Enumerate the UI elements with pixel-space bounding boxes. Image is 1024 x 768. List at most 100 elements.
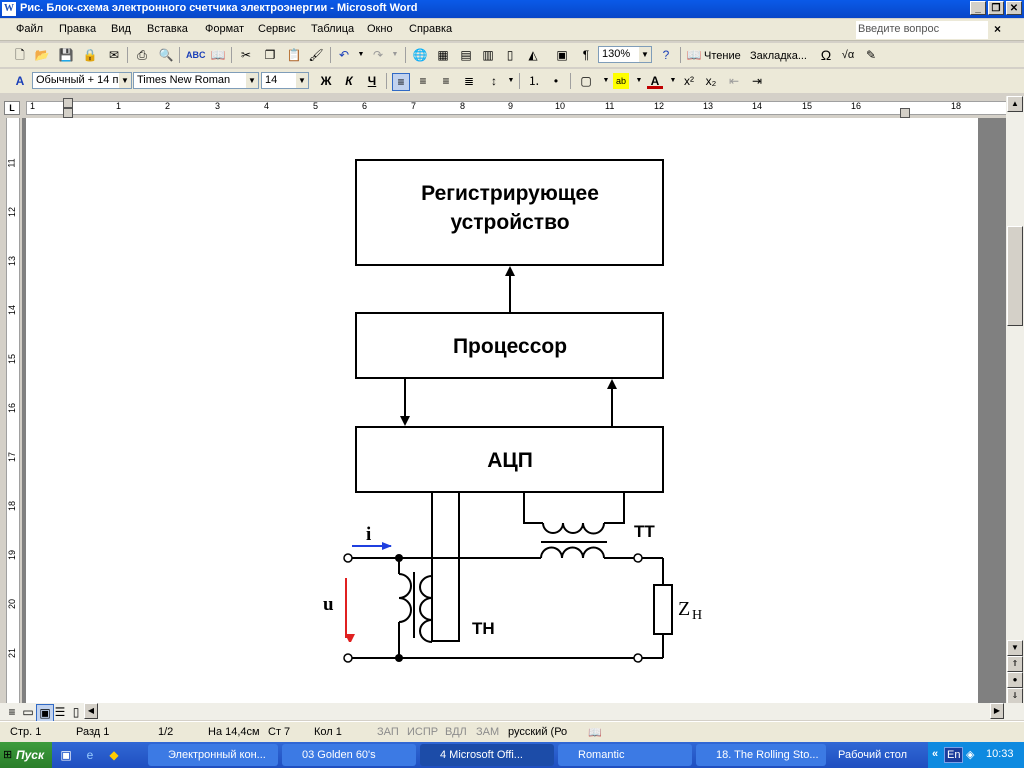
document-map-icon[interactable]: ▣ [556, 48, 568, 62]
task-folder-2[interactable]: 03 Golden 60's [282, 744, 416, 766]
print-preview-icon[interactable]: 🔍 [158, 48, 174, 62]
menu-table[interactable]: Таблица [311, 23, 355, 35]
minimize-button[interactable]: _ [970, 1, 986, 15]
new-document-icon[interactable]: 🗋 [15, 48, 25, 62]
redo-icon[interactable]: ↷ [372, 48, 384, 62]
chevron-down-icon[interactable]: ▼ [602, 77, 610, 84]
open-icon[interactable]: 📂 [34, 48, 50, 62]
internet-explorer-icon[interactable]: e [86, 748, 94, 762]
read-icon[interactable]: 📖 [686, 48, 702, 62]
right-indent-marker[interactable] [900, 108, 910, 118]
permission-icon[interactable]: 🔒 [82, 48, 98, 62]
bold-button[interactable]: Ж [320, 74, 332, 88]
underline-button[interactable]: Ч [367, 74, 377, 88]
task-folder-1[interactable]: Электронный кон... [148, 744, 278, 766]
cut-icon[interactable]: ✂ [240, 48, 252, 62]
next-page-icon[interactable]: ⇓ [1007, 688, 1023, 704]
scroll-up-icon[interactable]: ▲ [1007, 96, 1023, 112]
align-left-icon[interactable]: ≡ [392, 73, 410, 91]
insert-excel-icon[interactable]: ▥ [482, 48, 494, 62]
tray-expand-icon[interactable]: « [932, 748, 939, 760]
font-color-icon[interactable]: A [647, 73, 663, 89]
italic-button[interactable]: К [345, 74, 353, 88]
email-icon[interactable]: ✉ [108, 48, 120, 62]
task-player-2[interactable]: 18. The Rolling Sto... [696, 744, 826, 766]
menu-format[interactable]: Формат [205, 23, 245, 35]
close-document-icon[interactable]: × [994, 22, 1002, 36]
align-center-icon[interactable]: ≡ [419, 74, 427, 88]
spelling-icon[interactable]: ABC [186, 50, 206, 60]
start-button[interactable]: Пуск [0, 742, 52, 768]
document-page[interactable]: Регистрирующее устройство Процессор АЦП … [26, 118, 978, 703]
increase-indent-icon[interactable]: ⇥ [751, 74, 763, 88]
outline-view-icon[interactable]: ☰ [54, 705, 66, 719]
highlight-icon[interactable]: ab [613, 73, 629, 89]
quicklaunch-app-icon[interactable]: ◆ [109, 748, 119, 762]
undo-icon[interactable]: ↶ [338, 48, 350, 62]
bookmark-button-label[interactable]: Закладка... [750, 50, 807, 62]
scroll-left-icon[interactable]: ◀ [84, 703, 98, 719]
read-button-label[interactable]: Чтение [704, 50, 741, 62]
show-hide-icon[interactable]: ¶ [582, 48, 590, 62]
status-overtype[interactable]: ЗАМ [476, 726, 500, 738]
menu-edit[interactable]: Правка [59, 23, 97, 35]
align-right-icon[interactable]: ≡ [442, 74, 450, 88]
extra-tool-icon[interactable]: ✎ [865, 48, 877, 62]
save-icon[interactable]: 💾 [58, 48, 74, 62]
numbering-icon[interactable]: ⒈ [527, 74, 540, 88]
browse-object-icon[interactable]: ● [1007, 672, 1023, 688]
font-size-select[interactable]: 14 ▼ [261, 72, 309, 89]
scroll-down-icon[interactable]: ▼ [1007, 640, 1023, 656]
tables-borders-icon[interactable]: ▦ [437, 48, 449, 62]
reading-layout-icon[interactable]: ▯ [72, 705, 80, 719]
ask-question-input[interactable] [856, 21, 988, 39]
zoom-select[interactable]: 130% ▼ [598, 46, 652, 63]
chevron-down-icon[interactable]: ▼ [507, 77, 515, 84]
chevron-down-icon[interactable]: ▼ [635, 77, 643, 84]
task-word[interactable]: 4 Microsoft Offi... [420, 744, 554, 766]
paste-icon[interactable]: 📋 [286, 48, 302, 62]
left-indent-marker[interactable] [63, 108, 73, 118]
language-indicator[interactable]: En [944, 747, 964, 763]
styles-pane-icon[interactable]: A [15, 74, 25, 88]
columns-icon[interactable]: ▯ [506, 48, 514, 62]
font-select[interactable]: Times New Roman ▼ [133, 72, 259, 89]
drawing-icon[interactable]: ◭ [528, 48, 538, 62]
decrease-indent-icon[interactable]: ⇤ [728, 74, 740, 88]
menu-view[interactable]: Вид [111, 23, 131, 35]
help-icon[interactable]: ? [662, 48, 670, 62]
copy-icon[interactable]: ❐ [264, 48, 276, 62]
task-player-1[interactable]: Romantic [558, 744, 692, 766]
bullets-icon[interactable]: • [553, 74, 559, 88]
desktop-toolbar-label[interactable]: Рабочий стол [838, 749, 908, 761]
hyperlink-icon[interactable]: 🌐 [412, 48, 428, 62]
insert-table-icon[interactable]: ▤ [460, 48, 472, 62]
restore-button[interactable]: ❐ [988, 1, 1004, 15]
menu-window[interactable]: Окно [367, 23, 393, 35]
menu-insert[interactable]: Вставка [147, 23, 188, 35]
symbol-omega-icon[interactable]: Ω [820, 47, 832, 63]
chevron-down-icon[interactable]: ▼ [669, 77, 677, 84]
show-desktop-icon[interactable]: ▣ [60, 748, 72, 762]
first-line-indent-marker[interactable] [63, 98, 73, 108]
undo-dropdown-icon[interactable]: ▼ [357, 51, 365, 58]
border-icon[interactable]: ▢ [580, 74, 592, 88]
spelling-status-icon[interactable]: 📖 [588, 727, 602, 739]
previous-page-icon[interactable]: ⇑ [1007, 656, 1023, 672]
status-track-changes[interactable]: ИСПР [407, 726, 439, 738]
scroll-thumb[interactable] [1007, 226, 1023, 326]
close-button[interactable]: ✕ [1006, 1, 1022, 15]
normal-view-icon[interactable]: ≡ [8, 705, 16, 719]
research-icon[interactable]: 📖 [210, 48, 226, 62]
scroll-right-icon[interactable]: ▶ [990, 703, 1004, 719]
redo-dropdown-icon[interactable]: ▼ [391, 51, 399, 58]
menu-tools[interactable]: Сервис [258, 23, 296, 35]
menu-help[interactable]: Справка [409, 23, 453, 35]
subscript-icon[interactable]: x₂ [705, 74, 717, 88]
format-painter-icon[interactable]: 🖌 [308, 48, 324, 62]
equation-icon[interactable]: √α [841, 49, 855, 61]
horizontal-scrollbar[interactable]: ≡ ▭ ▣ ☰ ▯ ◀ ▶ [0, 703, 1024, 722]
web-layout-icon[interactable]: ▭ [22, 705, 34, 719]
vertical-scrollbar[interactable]: ▲ ▼ ⇑ ● ⇓ [1006, 96, 1024, 704]
